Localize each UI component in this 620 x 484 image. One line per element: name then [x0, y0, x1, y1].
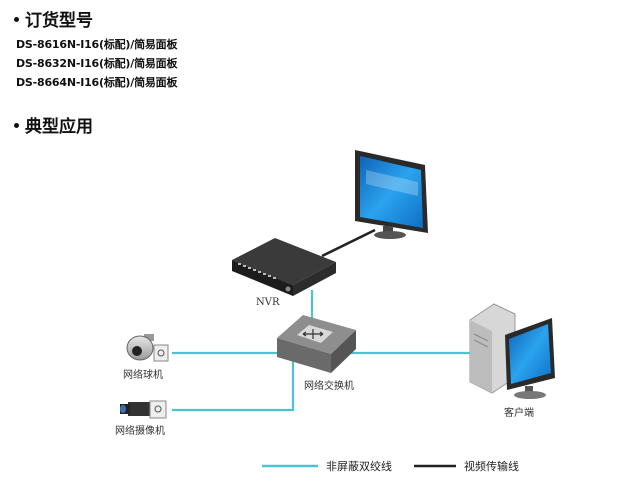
network-camera-icon: [120, 400, 167, 419]
ordering-title: 订货型号: [25, 11, 93, 31]
cable-camera-switch: [172, 360, 295, 412]
model-item: DS-8664N-I16(标配)/简易面板: [16, 76, 178, 89]
dome-label: 网络球机: [123, 368, 163, 381]
dome-camera-icon: [126, 334, 169, 362]
client-pc-icon: [469, 303, 555, 399]
network-switch-icon: [277, 315, 356, 373]
bullet-icon: [14, 16, 19, 22]
legend-video-label: 视频传输线: [464, 459, 519, 473]
bullet-icon: [14, 122, 19, 128]
model-item: DS-8616N-I16(标配)/简易面板: [16, 38, 178, 51]
nvr-icon: [232, 238, 336, 296]
video-cable: [321, 228, 376, 258]
nvr-label: NVR: [256, 297, 280, 308]
network-cables: [172, 290, 470, 412]
ordering-heading: 订货型号: [14, 11, 93, 31]
camera-label: 网络摄像机: [115, 424, 165, 437]
switch-label: 网络交换机: [304, 379, 354, 392]
monitor-icon: [355, 150, 428, 239]
client-label: 客户端: [504, 406, 534, 419]
legend-cable-label: 非屏蔽双绞线: [326, 459, 392, 473]
model-item: DS-8632N-I16(标配)/简易面板: [16, 57, 178, 70]
application-title: 典型应用: [25, 117, 93, 137]
application-heading: 典型应用: [14, 117, 93, 137]
legend: 非屏蔽双绞线 视频传输线: [262, 459, 519, 473]
